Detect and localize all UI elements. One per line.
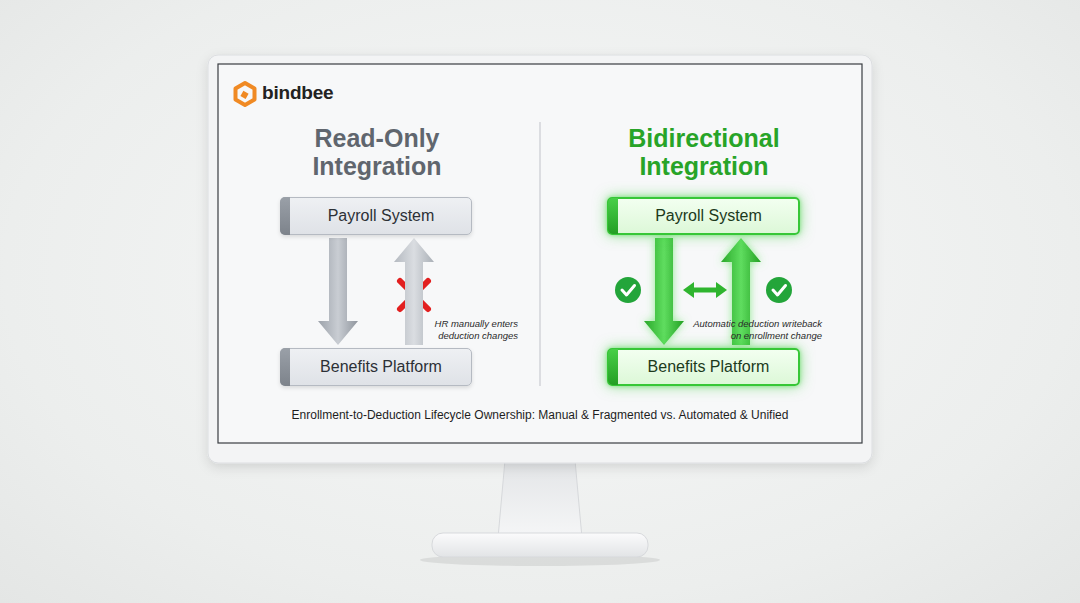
process-box: Benefits Platform (280, 348, 472, 386)
monitor-bezel (208, 55, 872, 463)
block-arrow (394, 238, 434, 345)
box-accent-band (608, 198, 618, 234)
box-accent-band (280, 348, 290, 386)
monitor-neck (498, 460, 582, 538)
box-label: Benefits Platform (320, 358, 442, 376)
divider-line (539, 122, 540, 386)
cross-mark (400, 281, 428, 309)
process-box: Benefits Platform (607, 348, 800, 386)
box-label: Benefits Platform (648, 358, 770, 376)
box-label: Payroll System (328, 207, 435, 225)
sync-double-arrow (683, 282, 727, 298)
logo-icon (236, 83, 255, 105)
check-mark (615, 277, 641, 303)
block-arrow (318, 238, 358, 345)
block-arrow (644, 238, 684, 345)
section-title: Bidirectional Integration (604, 124, 804, 180)
box-accent-band (608, 349, 618, 385)
logo-text: bindbee (262, 82, 382, 104)
process-box: Payroll System (607, 197, 800, 235)
box-accent-band (280, 197, 290, 235)
edge-label: HR manually enters deduction changes (430, 318, 518, 342)
check-mark (766, 277, 792, 303)
monitor-screen (218, 64, 862, 443)
edge-label: Automatic deduction writeback on enrollm… (690, 318, 822, 342)
process-box: Payroll System (280, 197, 472, 235)
box-label: Payroll System (655, 207, 762, 225)
section-title: Read-Only Integration (277, 124, 477, 180)
caption: Enrollment-to-Deduction Lifecycle Owners… (240, 408, 840, 422)
monitor-base (432, 533, 648, 557)
